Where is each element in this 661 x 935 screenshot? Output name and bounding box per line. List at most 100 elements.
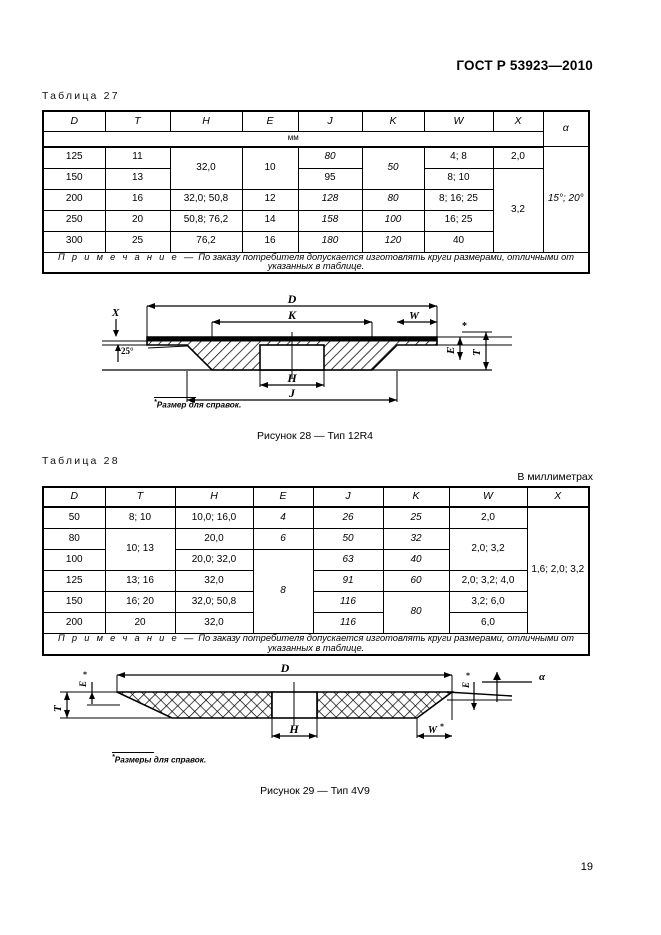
cell-h: 32,0 xyxy=(174,612,254,634)
col-header-d: D xyxy=(42,486,106,508)
label-w: W xyxy=(428,725,438,736)
col-header-k: K xyxy=(361,110,425,132)
label-d: D xyxy=(280,661,290,675)
angle-ref xyxy=(147,345,188,349)
cell-t: 16 xyxy=(104,188,171,211)
col-header-alpha: α xyxy=(542,110,590,147)
col-header-j: J xyxy=(312,486,384,508)
cell-h: 20,0; 32,0 xyxy=(174,549,254,571)
cell-x: 2,0 xyxy=(492,146,544,169)
footnote-rule xyxy=(154,397,196,398)
cell-w: 2,0 xyxy=(448,506,528,529)
cell-w: 16; 25 xyxy=(423,209,494,232)
figure-28-drawing: D K W X 25° H xyxy=(102,292,512,403)
figure-28: D K W X 25° H xyxy=(42,292,588,442)
figure-29-footnote: *Размеры для справок. xyxy=(112,752,206,765)
cell-k: 120 xyxy=(361,230,425,253)
label-h: H xyxy=(288,722,299,736)
cell-e: 16 xyxy=(241,230,299,253)
footnote-text: Размер для справок. xyxy=(156,400,242,410)
cell-j: 80 xyxy=(297,146,363,169)
cell-j: 95 xyxy=(297,167,363,190)
dim-arrow-e-left xyxy=(89,692,95,699)
col-header-j: J xyxy=(297,110,363,132)
cell-w: 8; 10 xyxy=(423,167,494,190)
note-text: По заказу потребителя допускается изгото… xyxy=(198,633,575,653)
cell-w: 3,2; 6,0 xyxy=(448,591,528,613)
figure-29-caption: Рисунок 29 — Тип 4V9 xyxy=(260,785,370,797)
cell-d: 150 xyxy=(42,591,106,613)
wheel-right-wing xyxy=(316,691,455,719)
cell-x: 1,6; 2,0; 3,2 xyxy=(526,506,590,634)
arrow-angle xyxy=(115,344,121,351)
cell-d: 80 xyxy=(42,528,106,550)
cell-t: 25 xyxy=(104,230,171,253)
label-j: J xyxy=(288,386,296,400)
table-row: 50 8; 10 10,0; 16,0 4 26 25 2,0 1,6; 2,0… xyxy=(42,506,590,634)
dim-arrows-t xyxy=(64,692,70,718)
label-alpha: α xyxy=(539,671,546,683)
dim-arrow-e-right xyxy=(471,703,477,710)
taper-line xyxy=(446,691,513,697)
cell-h: 32,0 xyxy=(169,146,243,190)
cell-t: 13; 16 xyxy=(104,570,176,592)
col-header-t: T xyxy=(104,110,171,132)
cell-d: 125 xyxy=(42,570,106,592)
cell-x: 3,2 xyxy=(492,167,544,253)
cell-w: 4; 8 xyxy=(423,146,494,169)
label-star-e-left: * xyxy=(83,670,87,679)
wheel-left-wing xyxy=(116,691,273,719)
cell-j: 116 xyxy=(312,612,384,634)
label-e-left: E xyxy=(78,681,88,688)
cell-w: 2,0; 3,2 xyxy=(448,528,528,571)
cell-t: 10; 13 xyxy=(104,528,176,571)
table-row: 80 10; 13 20,0 6 50 32 2,0; 3,2 xyxy=(42,528,589,571)
label-angle: 25° xyxy=(121,346,134,356)
cell-e: 8 xyxy=(252,549,314,634)
col-header-d: D xyxy=(42,110,106,132)
cell-w: 2,0; 3,2; 4,0 xyxy=(448,570,528,592)
label-w: W xyxy=(409,310,420,322)
label-e-right: E xyxy=(461,682,471,689)
cell-h: 20,0 xyxy=(174,528,254,550)
label-star-w: * xyxy=(440,722,444,731)
col-header-e: E xyxy=(252,486,314,508)
cell-k: 40 xyxy=(382,549,450,571)
cell-j: 158 xyxy=(297,209,363,232)
cell-w: 40 xyxy=(423,230,494,253)
figure-29-drawing: D E * T H W * E * xyxy=(52,661,546,739)
cell-t: 20 xyxy=(104,209,171,232)
cell-t: 11 xyxy=(104,146,171,169)
table-28-units: В миллиметрах xyxy=(517,471,593,483)
note-dash: — xyxy=(183,633,194,643)
cell-d: 300 xyxy=(42,230,106,253)
label-d: D xyxy=(287,292,297,306)
note-text: По заказу потребителя допускается изгото… xyxy=(198,251,575,272)
table-row: 300 25 76,2 16 180 120 40 xyxy=(42,230,589,253)
cell-t: 13 xyxy=(104,167,171,190)
label-h: H xyxy=(286,371,297,385)
cell-e: 10 xyxy=(241,146,299,190)
table-row: 250 20 50,8; 76,2 14 158 100 16; 25 xyxy=(42,209,589,232)
cell-d: 50 xyxy=(42,506,106,529)
col-header-h: H xyxy=(169,110,243,132)
footnote-text: Размеры для справок. xyxy=(114,755,207,765)
figure-28-footnote: *Размер для справок. xyxy=(154,397,241,410)
cell-k: 100 xyxy=(361,209,425,232)
cell-j: 116 xyxy=(312,591,384,613)
standard-header: ГОСТ Р 53923—2010 xyxy=(456,58,593,73)
cell-j: 128 xyxy=(297,188,363,211)
cell-k: 80 xyxy=(361,188,425,211)
page-number: 19 xyxy=(580,861,593,873)
cell-d: 250 xyxy=(42,209,106,232)
cell-e: 6 xyxy=(252,528,314,550)
cell-e: 14 xyxy=(241,209,299,232)
note-dash: — xyxy=(183,251,194,262)
cell-j: 50 xyxy=(312,528,384,550)
note-lead: П р и м е ч а н и е xyxy=(57,633,179,643)
cell-t: 16; 20 xyxy=(104,591,176,613)
table-27: D T H E J K W X α мм 125 11 32,0 10 80 5… xyxy=(42,110,590,274)
table-27-caption: Таблица 27 xyxy=(42,90,120,102)
cell-e: 12 xyxy=(241,188,299,211)
